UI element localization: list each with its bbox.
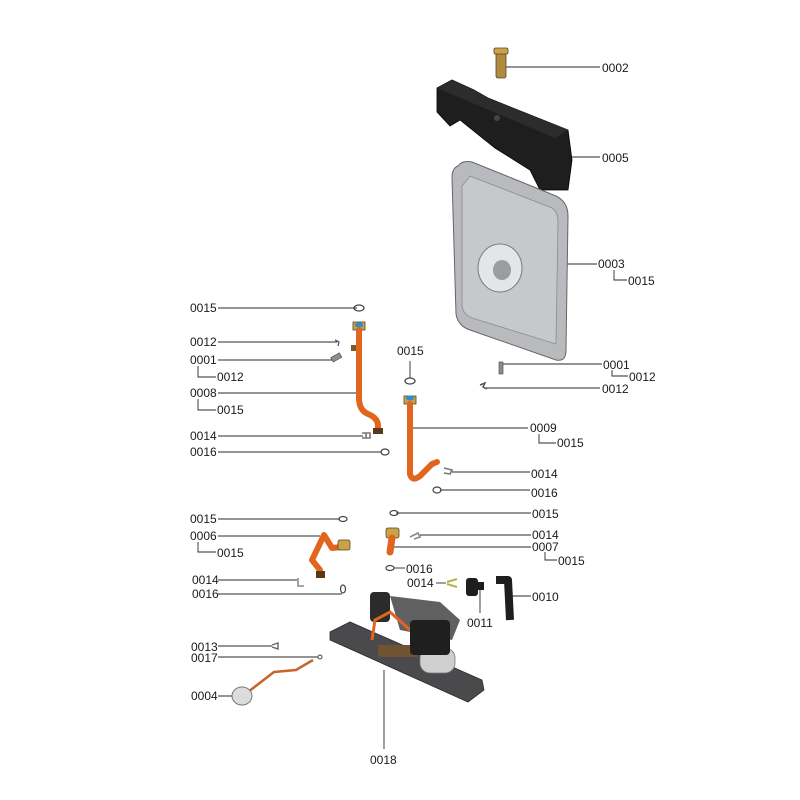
callout-0012[interactable]: 0012 bbox=[629, 370, 656, 384]
callout-0002[interactable]: 0002 bbox=[602, 61, 629, 75]
callout-0014[interactable]: 0014 bbox=[190, 429, 217, 443]
callout-0016[interactable]: 0016 bbox=[406, 562, 433, 576]
callout-0018[interactable]: 0018 bbox=[370, 753, 397, 767]
part-0001-sensor-left bbox=[330, 345, 357, 363]
callout-0014[interactable]: 0014 bbox=[531, 467, 558, 481]
callout-0015[interactable]: 0015 bbox=[397, 344, 424, 358]
callout-0016[interactable]: 0016 bbox=[190, 445, 217, 459]
callout-0012[interactable]: 0012 bbox=[602, 382, 629, 396]
part-0014-clip-yellow bbox=[446, 578, 458, 588]
part-0001-sensor-right bbox=[498, 361, 504, 375]
part-0007-elbow bbox=[385, 527, 400, 556]
part-0014-clip-elbow bbox=[409, 531, 422, 540]
part-0015-oring-lower-left bbox=[338, 515, 348, 523]
part-0012-clip-right bbox=[479, 381, 488, 390]
part-0016-oring-middle bbox=[432, 486, 442, 494]
callout-0005[interactable]: 0005 bbox=[602, 151, 629, 165]
part-0014-clip-middle bbox=[443, 467, 454, 475]
callout-0010[interactable]: 0010 bbox=[532, 590, 559, 604]
part-0006-pipe bbox=[309, 532, 351, 578]
part-0015-oring-lower-middle bbox=[389, 509, 399, 517]
callout-0007[interactable]: 0007 bbox=[532, 540, 559, 554]
callout-0001[interactable]: 0001 bbox=[603, 358, 630, 372]
callout-0011[interactable]: 0011 bbox=[467, 616, 493, 630]
callout-0012[interactable]: 0012 bbox=[190, 335, 217, 349]
callout-0014[interactable]: 0014 bbox=[532, 528, 559, 542]
part-0018-hydraulic-unit bbox=[329, 592, 485, 703]
part-0011-connector bbox=[466, 578, 484, 596]
callout-0013[interactable]: 0013 bbox=[191, 640, 218, 654]
part-0004-pressure-gauge bbox=[231, 658, 314, 706]
part-0009-pipe bbox=[403, 395, 440, 482]
callout-0016[interactable]: 0016 bbox=[192, 587, 219, 601]
callout-0015[interactable]: 0015 bbox=[557, 436, 584, 450]
callout-0015[interactable]: 0015 bbox=[532, 507, 559, 521]
callout-0015[interactable]: 0015 bbox=[628, 274, 655, 288]
part-0016-oring-elbow bbox=[385, 564, 395, 572]
callout-0003[interactable]: 0003 bbox=[598, 257, 625, 271]
part-0002-air-vent bbox=[493, 47, 509, 79]
callout-0014[interactable]: 0014 bbox=[407, 576, 434, 590]
part-0010-hose bbox=[496, 576, 514, 621]
callout-0015[interactable]: 0015 bbox=[558, 554, 585, 568]
part-0013-clip bbox=[271, 642, 279, 650]
callout-0016[interactable]: 0016 bbox=[531, 486, 558, 500]
callout-0008[interactable]: 0008 bbox=[190, 386, 217, 400]
part-0016-oring-lower-left bbox=[339, 584, 347, 594]
part-0012-clip-left bbox=[334, 339, 340, 347]
leader-lines bbox=[197, 66, 628, 749]
callout-0009[interactable]: 0009 bbox=[530, 421, 557, 435]
callout-0015[interactable]: 0015 bbox=[217, 546, 244, 560]
part-0005-cover bbox=[436, 79, 573, 191]
callout-0017[interactable]: 0017 bbox=[191, 651, 218, 665]
part-0008-pipe bbox=[352, 321, 383, 434]
part-0017-oring bbox=[317, 654, 323, 660]
part-0015-oring-middle bbox=[404, 377, 416, 385]
part-0003-heat-exchanger bbox=[451, 161, 569, 361]
callout-0015[interactable]: 0015 bbox=[190, 512, 217, 526]
callout-0006[interactable]: 0006 bbox=[190, 529, 217, 543]
callout-0001[interactable]: 0001 bbox=[190, 353, 217, 367]
callout-0015[interactable]: 0015 bbox=[190, 301, 217, 315]
callout-0015[interactable]: 0015 bbox=[217, 403, 244, 417]
callout-0014[interactable]: 0014 bbox=[192, 573, 219, 587]
part-0014-clip-left-upper bbox=[362, 432, 371, 439]
part-0016-oring-left-upper bbox=[380, 448, 390, 456]
callout-0004[interactable]: 0004 bbox=[191, 689, 218, 703]
callout-0012[interactable]: 0012 bbox=[217, 370, 244, 384]
part-0014-clip-lower-left bbox=[297, 578, 304, 587]
part-0015-oring-upper-left bbox=[353, 304, 365, 312]
